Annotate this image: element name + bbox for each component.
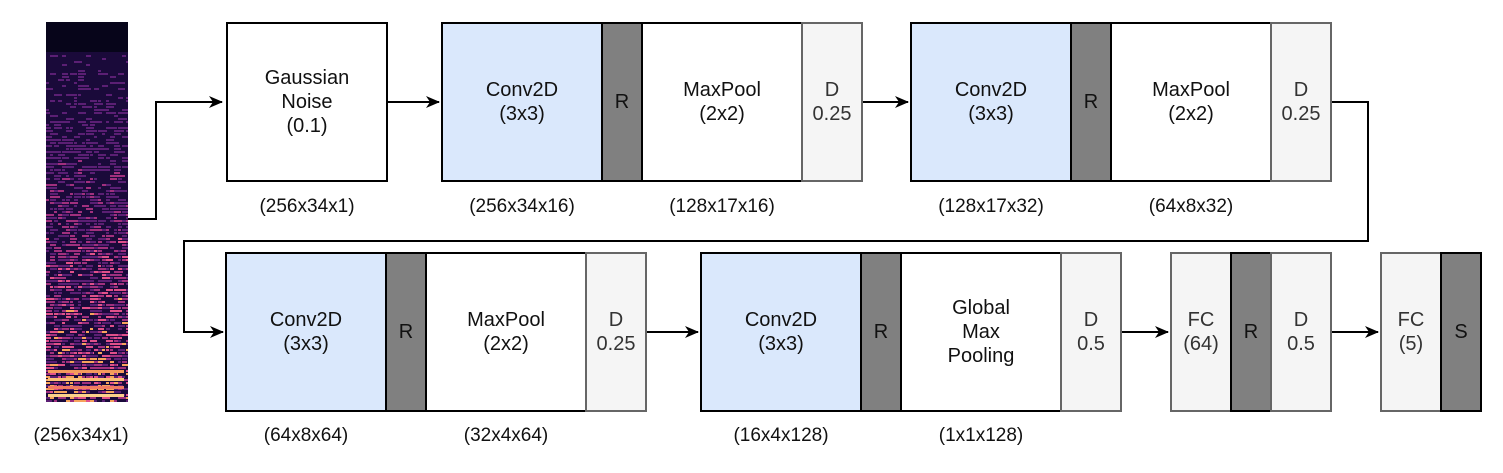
pool1-shape-label: (128x17x16) (669, 196, 775, 217)
noise-label-1: Gaussian (264, 67, 350, 89)
maxpool-block-1: MaxPool (2x2) (641, 22, 803, 182)
arrow-input-to-noise (128, 96, 223, 220)
drop5-label-2: 0.5 (1287, 333, 1315, 355)
pool3-label-2: (2x2) (483, 333, 529, 355)
fc-block-2: FC (5) (1380, 252, 1442, 412)
drop1-label-2: 0.25 (812, 103, 852, 125)
spectrogram-image (46, 22, 128, 402)
fc1-label-2: (64) (1183, 333, 1219, 355)
conv2-shape-label: (128x17x32) (938, 196, 1044, 217)
gpool-label-1: Global (952, 297, 1010, 319)
conv1-shape-label: (256x34x16) (469, 196, 575, 217)
relu-block-3: R (385, 252, 427, 412)
softmax-block: S (1440, 252, 1482, 412)
drop3-label-2: 0.25 (596, 333, 636, 355)
global-max-pooling-block: Global Max Pooling (900, 252, 1062, 412)
noise-shape-label: (256x34x1) (259, 196, 355, 217)
pool2-label-1: MaxPool (1152, 79, 1230, 101)
relu-block-4: R (860, 252, 902, 412)
conv4-label-2: (3x3) (758, 333, 804, 355)
maxpool-block-3: MaxPool (2x2) (425, 252, 587, 412)
fc1-label-1: FC (1187, 309, 1215, 331)
dropout-block-4: D 0.5 (1060, 252, 1122, 412)
pool1-label-1: MaxPool (683, 79, 761, 101)
relu3-label: R (398, 321, 414, 343)
conv2d-block-1: Conv2D (3x3) (441, 22, 603, 182)
conv3-label-2: (3x3) (283, 333, 329, 355)
dropout-block-2: D 0.25 (1270, 22, 1332, 182)
conv3-shape-label: (64x8x64) (263, 425, 349, 446)
conv1-label-2: (3x3) (499, 103, 545, 125)
drop2-label-1: D (1293, 79, 1309, 101)
pool1-label-2: (2x2) (699, 103, 745, 125)
conv3-label-1: Conv2D (269, 309, 343, 331)
conv2-label-1: Conv2D (954, 79, 1028, 101)
drop5-label-1: D (1293, 309, 1309, 331)
drop1-label-1: D (824, 79, 840, 101)
conv2d-block-4: Conv2D (3x3) (700, 252, 862, 412)
relu5-label: R (1243, 321, 1259, 343)
gpool-label-3: Pooling (947, 345, 1015, 367)
pool2-shape-label: (64x8x32) (1148, 196, 1234, 217)
gaussian-noise-block: Gaussian Noise (0.1) (226, 22, 388, 182)
noise-label-2: Noise (281, 91, 333, 113)
drop4-label-1: D (1083, 309, 1099, 331)
relu2-label: R (1083, 91, 1099, 113)
conv2d-block-3: Conv2D (3x3) (225, 252, 387, 412)
maxpool-block-2: MaxPool (2x2) (1110, 22, 1272, 182)
drop2-label-2: 0.25 (1281, 103, 1321, 125)
drop4-label-2: 0.5 (1077, 333, 1105, 355)
noise-label-3: (0.1) (286, 115, 328, 137)
relu1-label: R (614, 91, 630, 113)
conv4-shape-label: (16x4x128) (733, 425, 829, 446)
conv4-label-1: Conv2D (744, 309, 818, 331)
fc-block-1: FC (64) (1170, 252, 1232, 412)
relu-block-5: R (1230, 252, 1272, 412)
conv2-label-2: (3x3) (968, 103, 1014, 125)
fc2-label-1: FC (1397, 309, 1425, 331)
pool3-shape-label: (32x4x64) (463, 425, 549, 446)
pool3-label-1: MaxPool (467, 309, 545, 331)
conv1-label-1: Conv2D (485, 79, 559, 101)
fc2-label-2: (5) (1398, 333, 1424, 355)
dropout-block-1: D 0.25 (801, 22, 863, 182)
relu-block-2: R (1070, 22, 1112, 182)
input-shape-label: (256x34x1) (33, 425, 129, 446)
dropout-block-3: D 0.25 (585, 252, 647, 412)
dropout-block-5: D 0.5 (1270, 252, 1332, 412)
arrow-row1-to-row2 (183, 101, 1369, 338)
drop3-label-1: D (608, 309, 624, 331)
gpool-label-2: Max (962, 321, 1000, 343)
relu4-label: R (873, 321, 889, 343)
gpool-shape-label: (1x1x128) (938, 425, 1024, 446)
pool2-label-2: (2x2) (1168, 103, 1214, 125)
softmax-label: S (1454, 321, 1468, 343)
relu-block-1: R (601, 22, 643, 182)
conv2d-block-2: Conv2D (3x3) (910, 22, 1072, 182)
